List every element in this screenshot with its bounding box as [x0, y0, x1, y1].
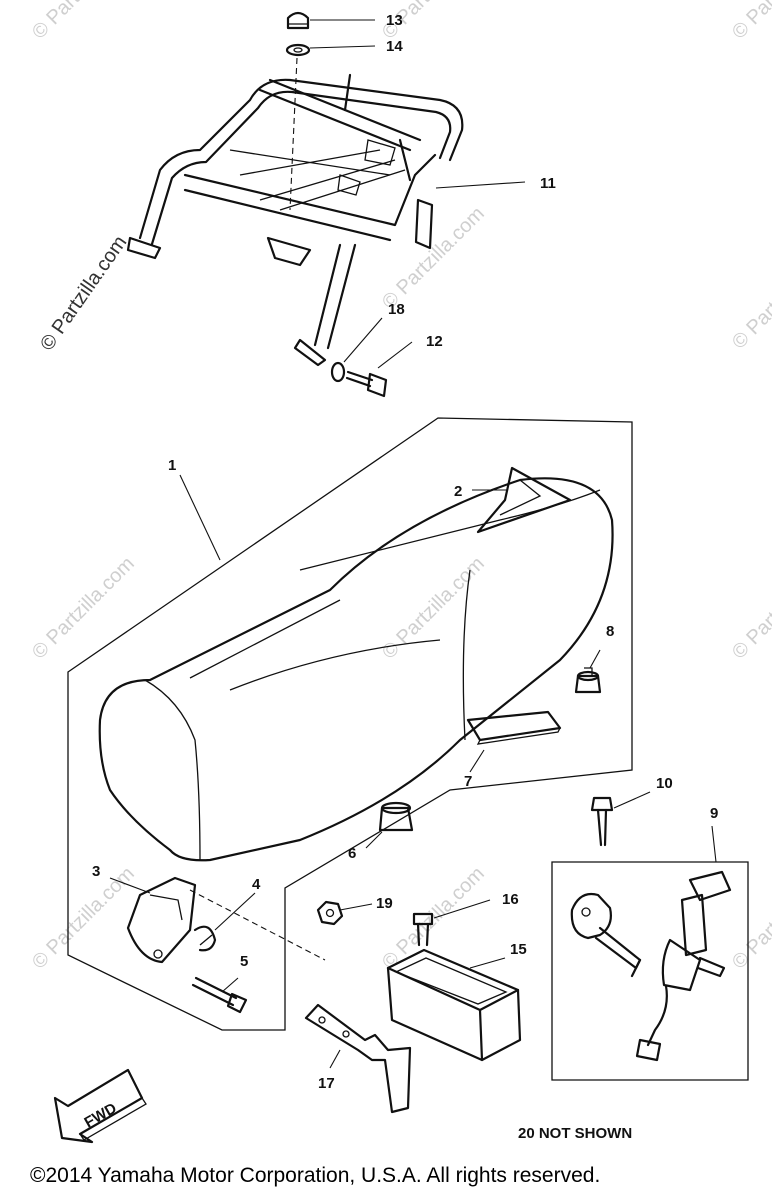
callout-11: 11 [540, 175, 556, 192]
part-9-seat-lock [551, 825, 749, 1081]
part-19-nut [316, 900, 373, 926]
watermark-tile: © Partzilla.com [28, 553, 139, 664]
assembly-line [289, 57, 298, 211]
callout-4: 4 [252, 876, 261, 893]
part-4-clip [193, 892, 256, 952]
part-15-tray [386, 948, 522, 1062]
watermark-tile: © Partzilla.com [728, 243, 772, 354]
callout-17: 17 [318, 1075, 335, 1092]
part-1-seat [98, 474, 614, 862]
part-6-damper [365, 801, 414, 849]
part-8-damper [574, 649, 602, 694]
watermark-tile: © Partzilla.com [378, 553, 489, 664]
watermark-main: © Partzilla.com [36, 232, 131, 355]
part-16-screw [412, 899, 491, 947]
callout-5: 5 [240, 953, 248, 970]
assembly-line [189, 889, 326, 961]
watermark-tile: © Partzilla.com [378, 203, 489, 314]
fwd-arrow-icon: FWD [53, 1068, 147, 1144]
watermark-tile: © Partzilla.com [728, 553, 772, 664]
copyright-notice: ©2014 Yamaha Motor Corporation, U.S.A. A… [30, 1164, 601, 1187]
seat-assembly-outline [67, 417, 633, 1031]
watermark-tile: © Partzilla.com [728, 863, 772, 974]
callout-8: 8 [606, 623, 614, 640]
callout-13: 13 [386, 12, 403, 29]
callout-9: 9 [710, 805, 718, 822]
callout-14: 14 [386, 38, 403, 55]
callout-2: 2 [454, 483, 462, 500]
watermark-tile: © Partzilla.com [728, 0, 772, 44]
part-17-bracket [304, 1003, 412, 1114]
part-11-carrier-rack [126, 73, 526, 367]
callout-12: 12 [426, 333, 443, 350]
part-18-washer [330, 317, 383, 383]
watermark-tile: © Partzilla.com [28, 863, 139, 974]
callout-16: 16 [502, 891, 519, 908]
callout-18: 18 [388, 301, 405, 318]
not-shown-note: 20 NOT SHOWN [518, 1125, 632, 1142]
part-5-pin [191, 976, 248, 1014]
watermark-tile: © Partzilla.com [378, 863, 489, 974]
callout-15: 15 [510, 941, 527, 958]
part-2-emblem [472, 466, 572, 534]
watermark-tile: © Partzilla.com [28, 0, 139, 44]
part-7-pad [466, 710, 562, 773]
part-10-screw [590, 791, 651, 847]
callout-1: 1 [168, 457, 176, 474]
part-12-bolt [345, 341, 413, 398]
callout-6: 6 [348, 845, 356, 862]
part-3-hinge-bracket [109, 876, 197, 964]
fwd-label: FWD [82, 1100, 120, 1132]
callout-10: 10 [656, 775, 673, 792]
part-13-cap-nut [286, 11, 375, 30]
part-14-washer [285, 43, 376, 57]
callout-labels: 13 14 11 18 12 1 2 8 7 10 9 6 3 4 19 16 … [92, 12, 718, 1092]
callout-19: 19 [376, 895, 393, 912]
callout-7: 7 [464, 773, 472, 790]
callout-3: 3 [92, 863, 100, 880]
